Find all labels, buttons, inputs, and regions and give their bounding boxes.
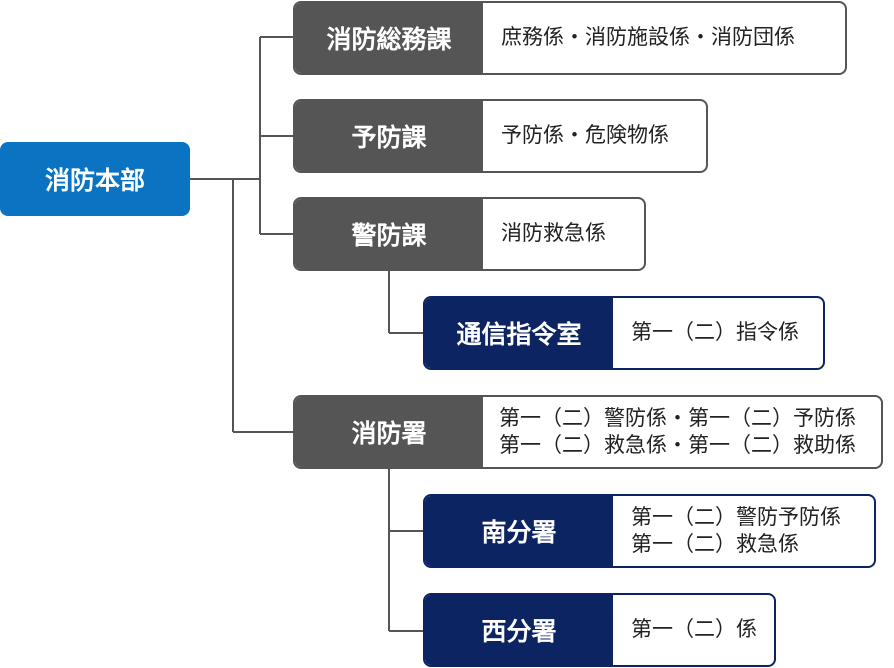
dept-desc-line: 第一（二）警防係・第一（二）予防係	[499, 405, 856, 430]
dept-node-keibo: 警防課 消防救急係	[293, 197, 646, 271]
dept-desc-line: 第一（二）救急係	[631, 532, 799, 556]
dept-node-yobo: 予防課 予防係・危険物係	[293, 99, 708, 173]
dept-node-shobosho: 消防署 第一（二）警防係・第一（二）予防係 第一（二）救急係・第一（二）救助係	[293, 395, 883, 469]
dept-desc-line: 第一（二）係	[631, 617, 757, 642]
dept-node-nishi: 西分署 第一（二）係	[423, 593, 776, 667]
dept-name: 消防署	[295, 397, 483, 467]
dept-name: 警防課	[295, 199, 483, 269]
root-label: 消防本部	[44, 166, 145, 195]
dept-name: 予防課	[295, 101, 483, 171]
dept-desc-line: 第一（二）指令係	[631, 320, 799, 345]
dept-desc-line: 庶務係・消防施設係・消防団係	[501, 25, 795, 50]
dept-node-tsushin: 通信指令室 第一（二）指令係	[423, 296, 825, 370]
dept-name: 通信指令室	[425, 298, 613, 368]
dept-desc-line: 第一（二）救急係・第一（二）救助係	[499, 433, 856, 457]
dept-name: 西分署	[425, 595, 613, 665]
dept-name: 消防総務課	[295, 3, 483, 73]
dept-name: 南分署	[425, 496, 613, 566]
root-node-honbu: 消防本部	[0, 142, 190, 216]
dept-node-soumu: 消防総務課 庶務係・消防施設係・消防団係	[293, 1, 847, 75]
dept-desc-line: 消防救急係	[501, 221, 606, 246]
dept-desc-line: 予防係・危険物係	[501, 123, 669, 148]
dept-desc-line: 第一（二）警防予防係	[631, 504, 841, 529]
dept-node-minami: 南分署 第一（二）警防予防係 第一（二）救急係	[423, 494, 876, 568]
